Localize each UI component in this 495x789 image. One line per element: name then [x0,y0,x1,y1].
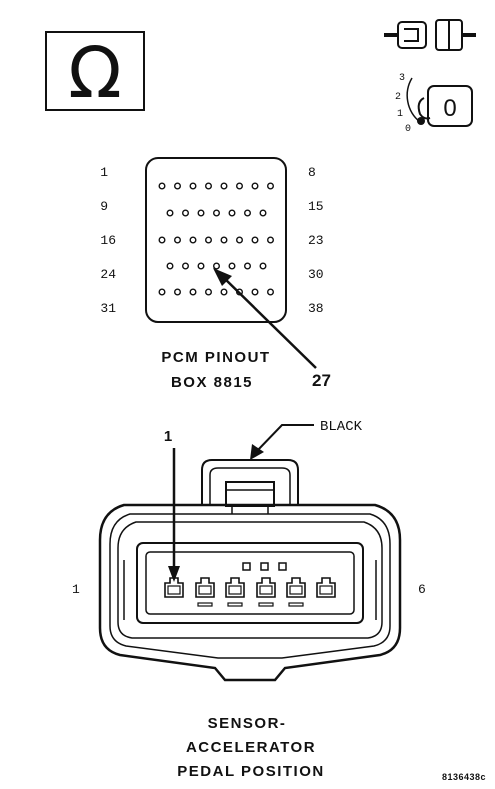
pcm-pin-19 [204,236,212,244]
pcm-row-label-24: 24 [100,267,116,282]
pcm-pin-11 [197,209,205,217]
pcm-row-start-labels: 1 9 16 24 31 [100,165,116,316]
sensor-cavity-5 [286,577,306,607]
sensor-cavity-1 [164,577,184,598]
pcm-pin-13 [228,209,236,217]
pcm-pin-26 [197,262,205,270]
pcm-row-label-31: 31 [100,301,116,316]
pcm-pin-32 [173,288,181,296]
pcm-pin-9 [166,209,174,217]
pcm-pin-37 [251,288,259,296]
pcm-pin-34 [204,288,212,296]
pcm-row-label-9: 9 [100,199,108,214]
color-label-leader-arrow [250,424,314,460]
pcm-row-label-30: 30 [308,267,324,282]
sensor-pin-callout: 1 [164,428,172,445]
pcm-row-end-labels: 8 15 23 30 38 [308,165,324,316]
key-position-2: 2 [395,92,401,103]
pcm-pin-5 [220,182,228,190]
sensor-title-line1: SENSOR- [208,715,287,732]
sensor-pin-cavities [164,577,336,607]
key-position-3: 3 [399,73,405,84]
pcm-pin-35 [220,288,228,296]
pcm-pin-7 [251,182,259,190]
pcm-pin-38 [267,288,275,296]
pcm-pin-1 [158,182,166,190]
pcm-callout-pin-number: 27 [312,371,331,390]
pcm-pin-6 [235,182,243,190]
sensor-cavity-2 [195,577,215,607]
pcm-pin-33 [189,288,197,296]
sensor-connector-housing [98,459,402,682]
pcm-row-label-8: 8 [308,165,316,180]
ignition-key-icon: 3 2 1 0 0 [395,73,473,135]
pcm-pin-30 [259,262,267,270]
pcm-pin-15 [259,209,267,217]
pcm-pin-10 [181,209,189,217]
pcm-pin-4 [204,182,212,190]
sensor-right-pin-label: 6 [418,582,426,597]
key-position-1: 1 [397,109,403,120]
sensor-cavity-4 [256,577,276,607]
sensor-cavity-3 [225,577,245,607]
key-head-glyph: 0 [443,95,456,122]
pcm-title-line1: PCM PINOUT [161,349,270,366]
pcm-pin-28 [228,262,236,270]
pcm-pin-16 [158,236,166,244]
pcm-pin-12 [212,209,220,217]
pcm-pin-21 [235,236,243,244]
pcm-title-line2: BOX 8815 [171,374,253,391]
pcm-row-label-23: 23 [308,233,324,248]
ohmmeter-symbol: Ω [45,31,145,114]
pcm-pin-24 [166,262,174,270]
pcm-pin-25 [181,262,189,270]
pcm-pin-8 [267,182,275,190]
pcm-pin-18 [189,236,197,244]
key-position-0: 0 [405,124,411,135]
pcm-pin-14 [243,209,251,217]
sensor-pin-1-arrow [168,448,180,582]
sensor-color-label: BLACK [320,419,363,435]
pcm-pin-29 [243,262,251,270]
disconnect-connector-icon [384,19,476,51]
pcm-pin-17 [173,236,181,244]
sensor-title-line3: PEDAL POSITION [177,763,324,780]
pcm-pin-3 [189,182,197,190]
pcm-pin-22 [251,236,259,244]
pcm-pin-27 [212,262,220,270]
pcm-row-label-16: 16 [100,233,116,248]
sensor-title-line2: ACCELERATOR [186,739,316,756]
pcm-row-label-15: 15 [308,199,324,214]
pcm-pin-2 [173,182,181,190]
pin-27-callout-arrow [213,268,317,369]
pcm-row-label-38: 38 [308,301,324,316]
ohm-icon: Ω [68,32,122,114]
figure-code: 8136438c [442,772,486,782]
pcm-pinout-connector [145,157,287,323]
pcm-row-label-1: 1 [100,165,108,180]
pcm-pin-grid [158,182,275,296]
sensor-cavity-6 [316,577,336,598]
pcm-pin-20 [220,236,228,244]
sensor-left-pin-label: 1 [72,582,80,597]
pcm-pin-23 [267,236,275,244]
pcm-pin-31 [158,288,166,296]
